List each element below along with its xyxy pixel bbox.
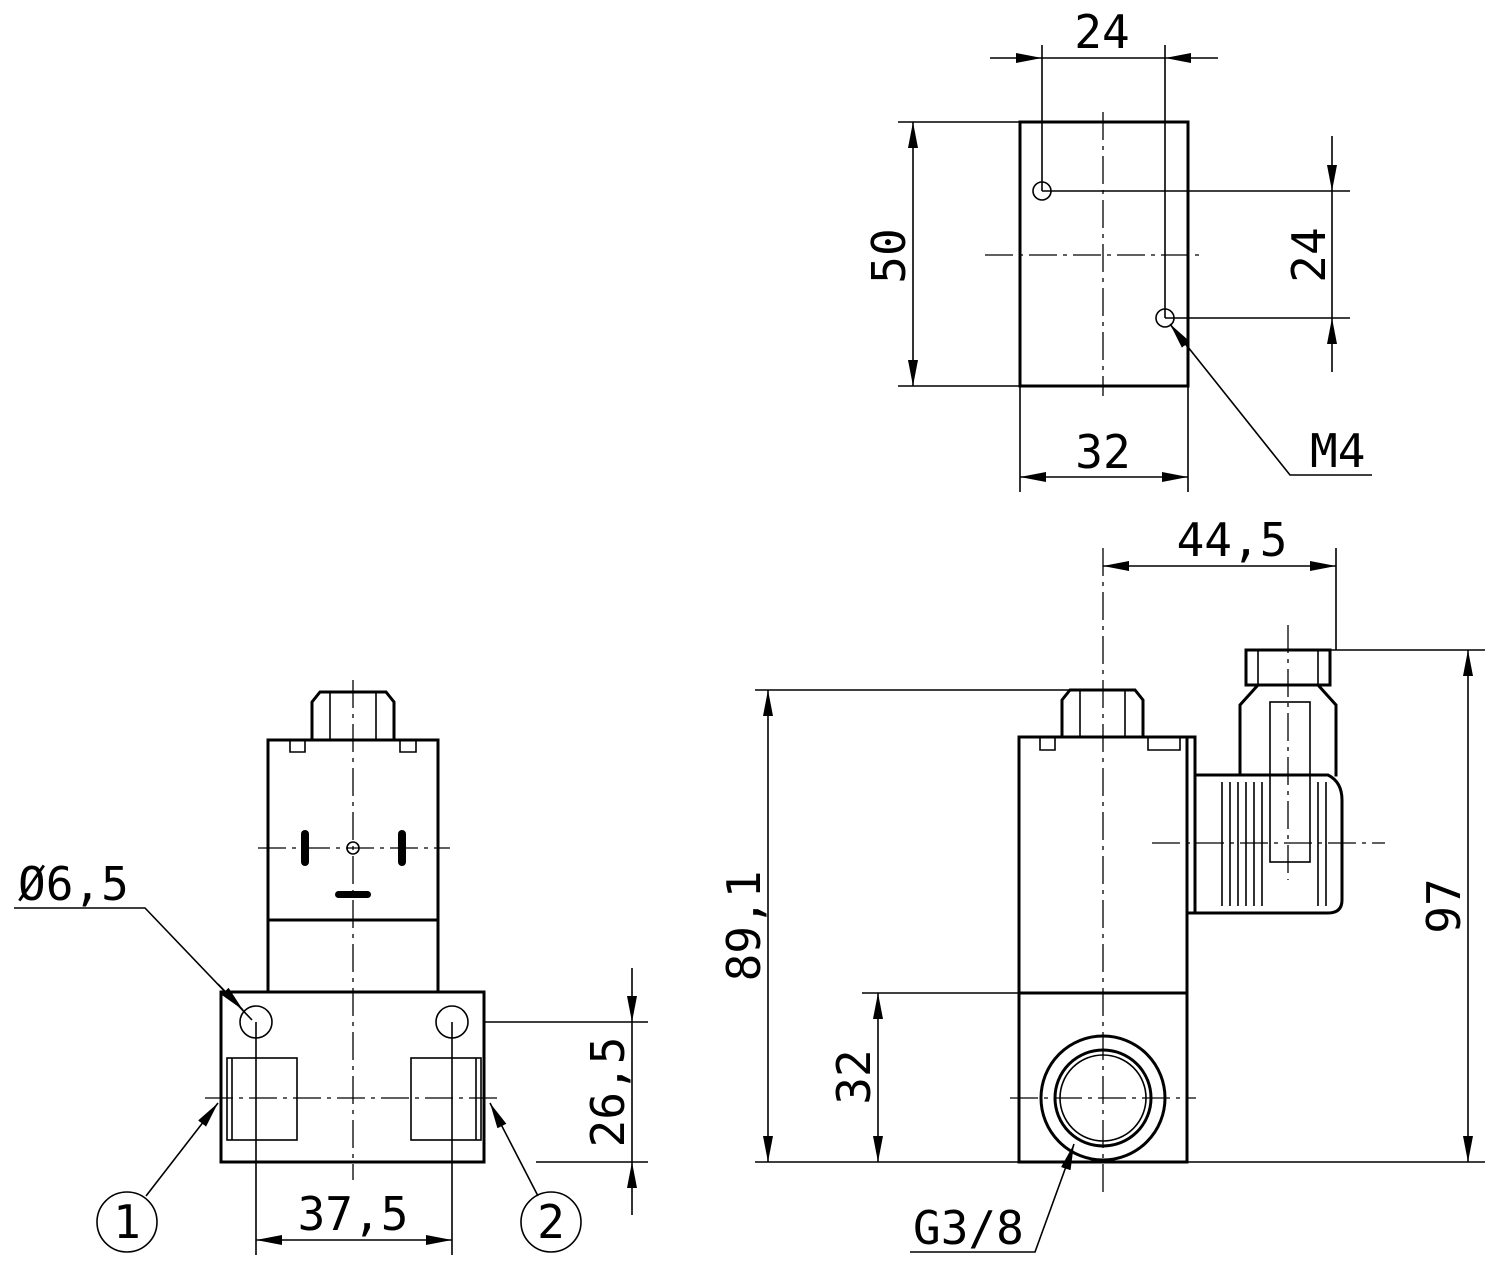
port-1-balloon xyxy=(96,1191,158,1253)
leader-arrow xyxy=(1061,1143,1075,1171)
port-2-leader xyxy=(489,1102,539,1197)
thread-leader-line xyxy=(1171,326,1372,476)
dim-overall-height-label: 97 xyxy=(1417,878,1471,933)
connector-inner xyxy=(1269,701,1311,863)
port-thread-label: G3/8 xyxy=(913,1201,1024,1255)
connector-pin-ground xyxy=(335,891,371,898)
hole-leader-line xyxy=(14,907,253,1021)
leader-arrow xyxy=(217,983,244,1011)
side-notch-left xyxy=(1039,737,1056,751)
thread-label: M4 xyxy=(1310,424,1365,478)
port-leader-line xyxy=(910,1149,1073,1253)
connector-grip-ribs xyxy=(1221,782,1327,906)
dim-base-height-label: 26,5 xyxy=(581,1037,635,1148)
port-2-label: 2 xyxy=(537,1195,565,1249)
dim-width-top-label: 24 xyxy=(1074,5,1129,59)
side-view: 44,5 97 89,1 32 G3/8 xyxy=(717,513,1485,1255)
port-2-balloon xyxy=(520,1191,582,1253)
port-1-recess xyxy=(226,1057,298,1141)
coil-notch-right xyxy=(399,740,417,753)
front-view: Ø6,5 26,5 37,5 1 2 xyxy=(14,680,648,1255)
dim-body-height-label: 89,1 xyxy=(717,871,771,982)
dim-offset-label: 44,5 xyxy=(1177,513,1288,567)
port-1-label: 1 xyxy=(113,1195,141,1249)
connector-plug-body xyxy=(1193,773,1344,915)
hole-diameter-label: Ø6,5 xyxy=(18,857,129,911)
connector-gasket xyxy=(1185,735,1197,915)
top-view: 24 50 24 32 M4 xyxy=(862,5,1372,492)
dim-height-label: 50 xyxy=(862,228,916,283)
dim-port-height-label: 32 xyxy=(827,1049,881,1104)
dim-hole-spacing-label: 24 xyxy=(1282,227,1336,282)
dim-width-bottom-label: 32 xyxy=(1075,425,1130,479)
coil-notch-left xyxy=(289,740,306,753)
side-notch-right xyxy=(1147,737,1181,751)
leader-arrow xyxy=(1169,323,1191,351)
port-1-leader xyxy=(145,1102,219,1197)
top-view-body-outline xyxy=(1018,120,1190,388)
port-2-recess xyxy=(410,1057,482,1141)
dim-hole-spacing-label: 37,5 xyxy=(298,1187,409,1241)
